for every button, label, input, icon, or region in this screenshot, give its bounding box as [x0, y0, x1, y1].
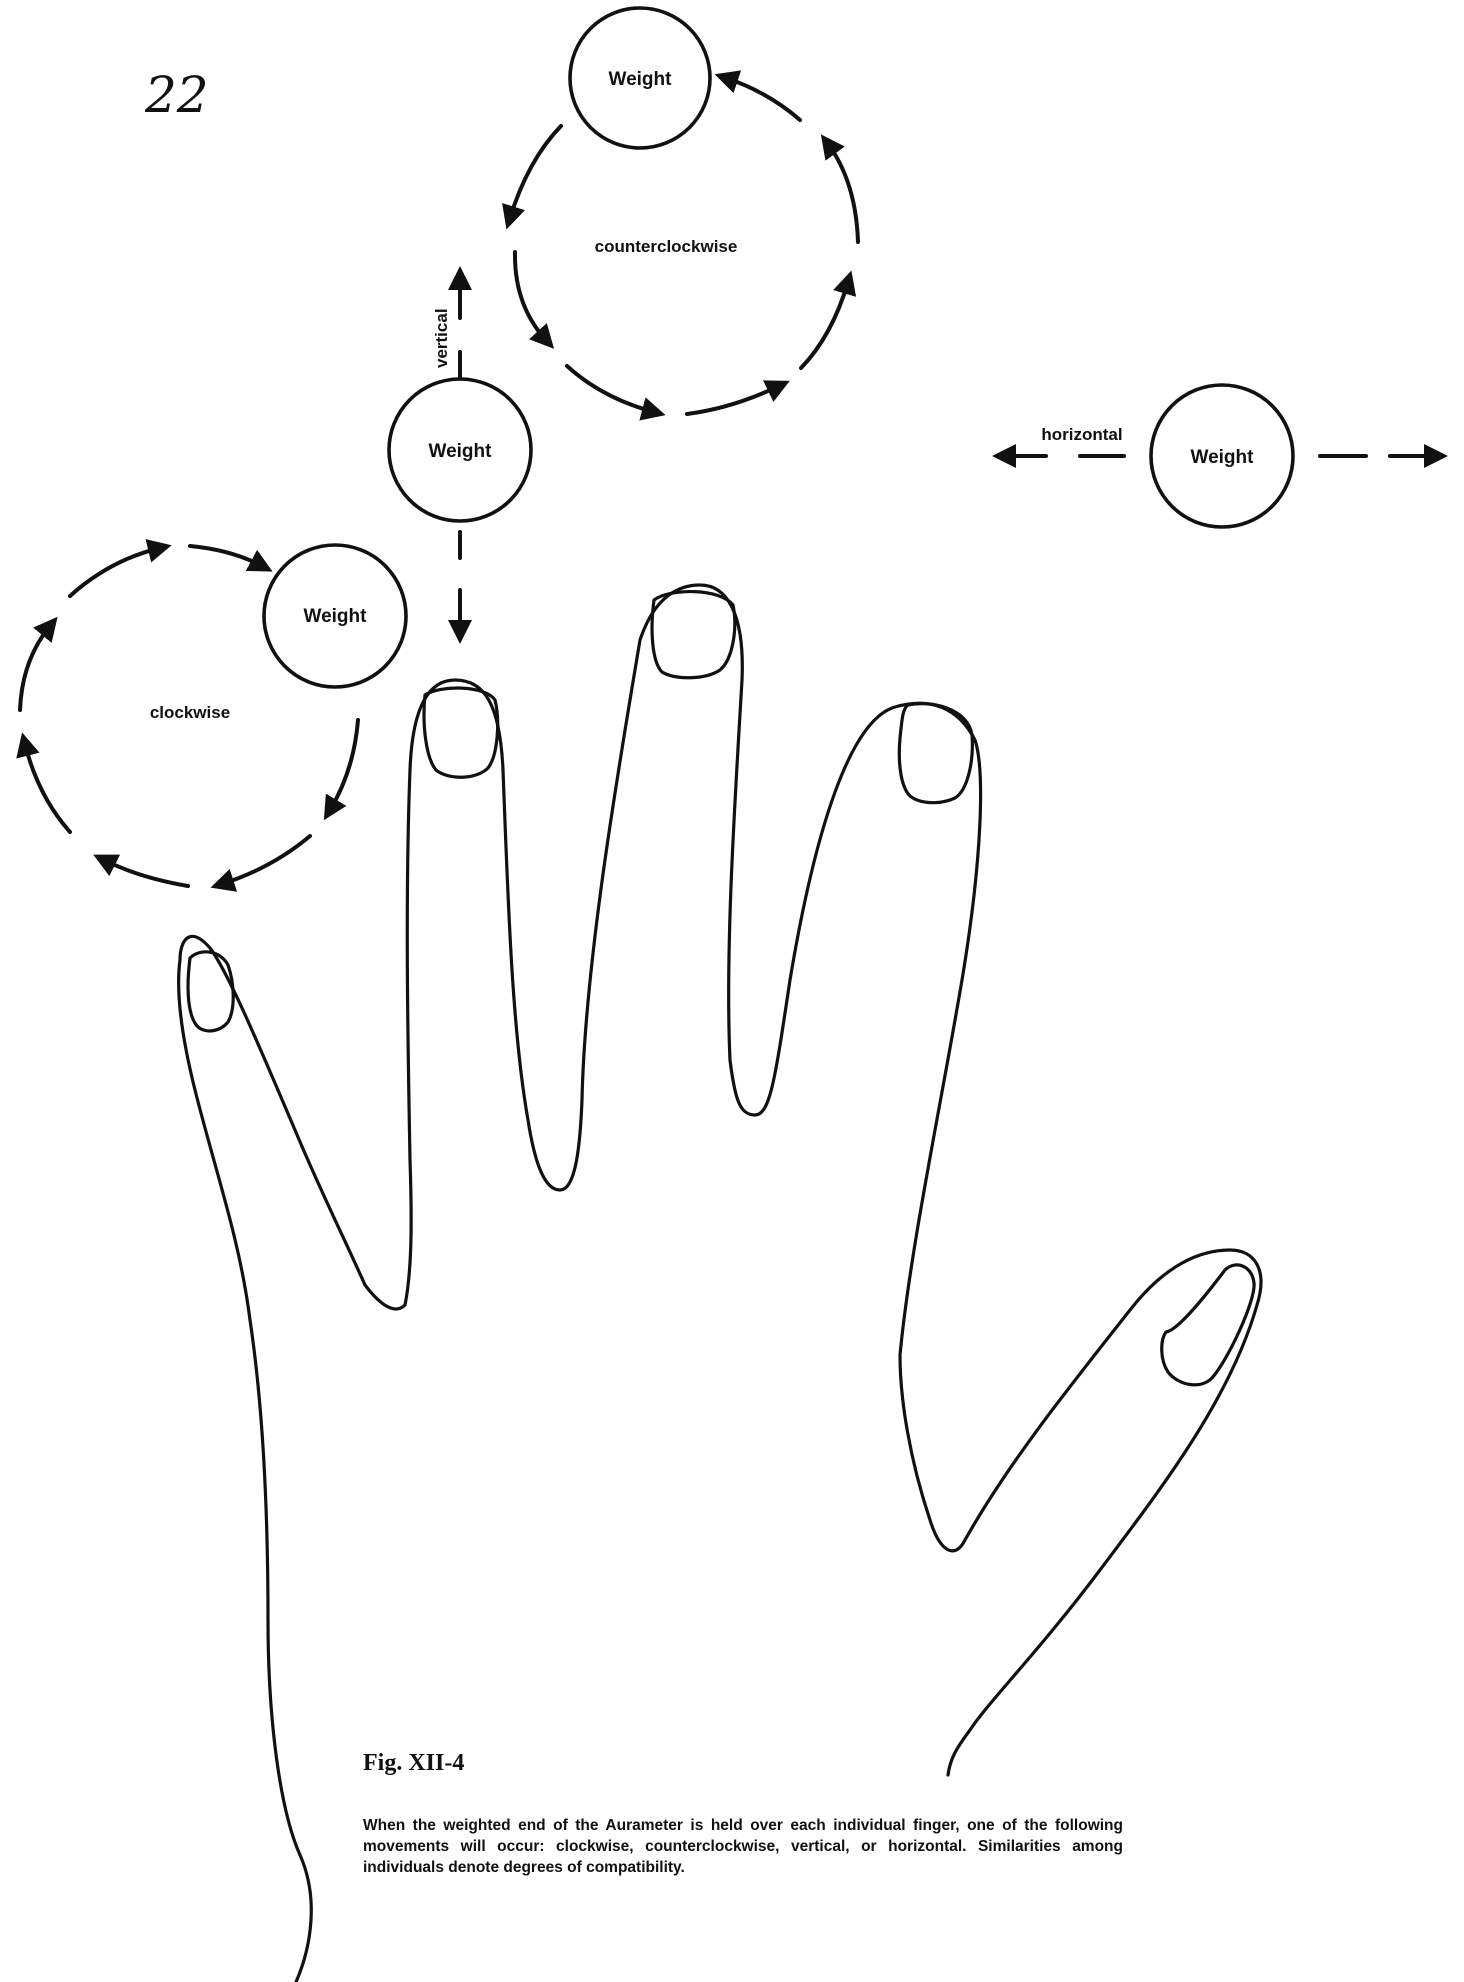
middle-nail: [652, 592, 735, 678]
figure-caption-text: When the weighted end of the Aurameter i…: [363, 1815, 1123, 1878]
horizontal-diagram: horizontal Weight: [1004, 385, 1436, 527]
cw-arrow-1: [330, 720, 358, 810]
ring-nail: [424, 688, 498, 777]
cw-arrow-2: [222, 836, 310, 884]
ccw-arrow-1: [510, 126, 561, 218]
movement-label-counterclockwise: counterclockwise: [595, 237, 738, 256]
cw-arrow-4: [25, 744, 70, 832]
clockwise-diagram: Weight clockwise: [20, 545, 406, 886]
cw-arrow-5: [20, 626, 50, 710]
counterclockwise-diagram: Weight counterclockwise: [510, 8, 858, 414]
movement-label-vertical: vertical: [432, 308, 451, 368]
hand-contour: [179, 585, 1261, 1982]
page-number: 22: [144, 66, 209, 124]
cw-arrow-3: [104, 860, 188, 886]
ccw-arrow-7: [726, 78, 800, 120]
hand-outline: [179, 585, 1261, 1982]
ccw-arrow-3: [567, 366, 654, 412]
weight-label-vertical: Weight: [429, 441, 493, 462]
movement-label-horizontal: horizontal: [1041, 425, 1122, 444]
weight-label-horizontal: Weight: [1191, 447, 1255, 468]
ccw-arrow-2: [515, 252, 546, 340]
cw-arrow-6: [70, 548, 160, 596]
thumb-nail: [1162, 1265, 1254, 1385]
ccw-arrow-6: [828, 144, 858, 242]
weight-label-counterclockwise: Weight: [609, 69, 673, 90]
figure-caption-title: Fig. XII-4: [363, 1750, 464, 1777]
vertical-diagram: vertical Weight: [389, 278, 531, 632]
ccw-arrow-4: [687, 386, 779, 414]
movement-label-clockwise: clockwise: [150, 703, 230, 722]
cw-arrow-7: [190, 546, 262, 566]
weight-label-clockwise: Weight: [304, 606, 368, 627]
ccw-arrow-5: [801, 282, 848, 368]
pinky-nail: [188, 952, 233, 1031]
